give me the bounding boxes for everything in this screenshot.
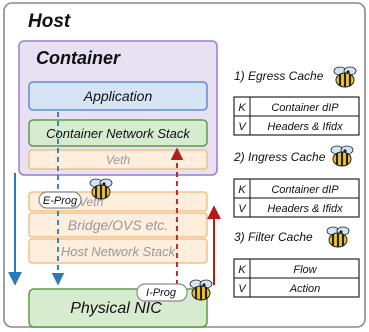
egress-cache-key-k: K (238, 102, 246, 114)
application-box (28, 81, 208, 111)
application-label: Application (83, 88, 153, 104)
ingress-cache-value-v: Headers & Ifidx (267, 203, 343, 215)
filter-cache-value-k: Flow (293, 264, 317, 276)
physical-nic-label: Physical NIC (70, 300, 162, 317)
filter-cache: 3) Filter Cache K Flow V Action (233, 225, 360, 298)
egress-cache-title: 1) Egress Cache (234, 69, 324, 83)
filter-cache-title: 3) Filter Cache (234, 230, 313, 244)
egress-cache-key-v: V (238, 121, 247, 133)
ingress-cache: 2) Ingress Cache K Container dIP V Heade… (233, 144, 360, 218)
bridge-label: Bridge/OVS etc. (68, 217, 168, 233)
filter-cache-key-k: K (238, 264, 246, 276)
egress-cache-value-v: Headers & Ifidx (267, 121, 343, 133)
eprog-label: E-Prog (43, 195, 78, 207)
eprog-tag (38, 191, 82, 209)
filter-cache-value-v: Action (289, 283, 321, 295)
host-network-stack-box (28, 238, 208, 264)
ingress-cache-key-k: K (238, 184, 246, 196)
iprog-label: I-Prog (146, 287, 177, 299)
iprog-bee-icon (188, 278, 214, 302)
host-network-stack-label: Host Network Stack (61, 244, 177, 259)
ingress-cache-value-k: Container dIP (271, 184, 339, 196)
container-network-stack-box (28, 119, 208, 147)
filter-cache-bee-icon (325, 225, 351, 249)
container-veth-box (28, 149, 208, 170)
host-label: Host (28, 11, 71, 32)
filter-cache-key-v: V (238, 283, 247, 295)
container-network-stack-label: Container Network Stack (46, 126, 191, 141)
container-veth-label: Veth (106, 153, 131, 167)
eprog-bee-icon (88, 177, 114, 201)
ingress-cache-key-v: V (238, 203, 247, 215)
iprog-tag (136, 283, 188, 302)
ingress-cache-title: 2) Ingress Cache (233, 150, 326, 164)
ingress-cache-bee-icon (329, 144, 355, 168)
bridge-box (28, 212, 208, 238)
egress-cache-value-k: Container dIP (271, 102, 339, 114)
egress-cache: 1) Egress Cache K Container dIP V Header… (233, 65, 360, 136)
container-label: Container (36, 48, 121, 68)
egress-cache-bee-icon (332, 65, 358, 89)
